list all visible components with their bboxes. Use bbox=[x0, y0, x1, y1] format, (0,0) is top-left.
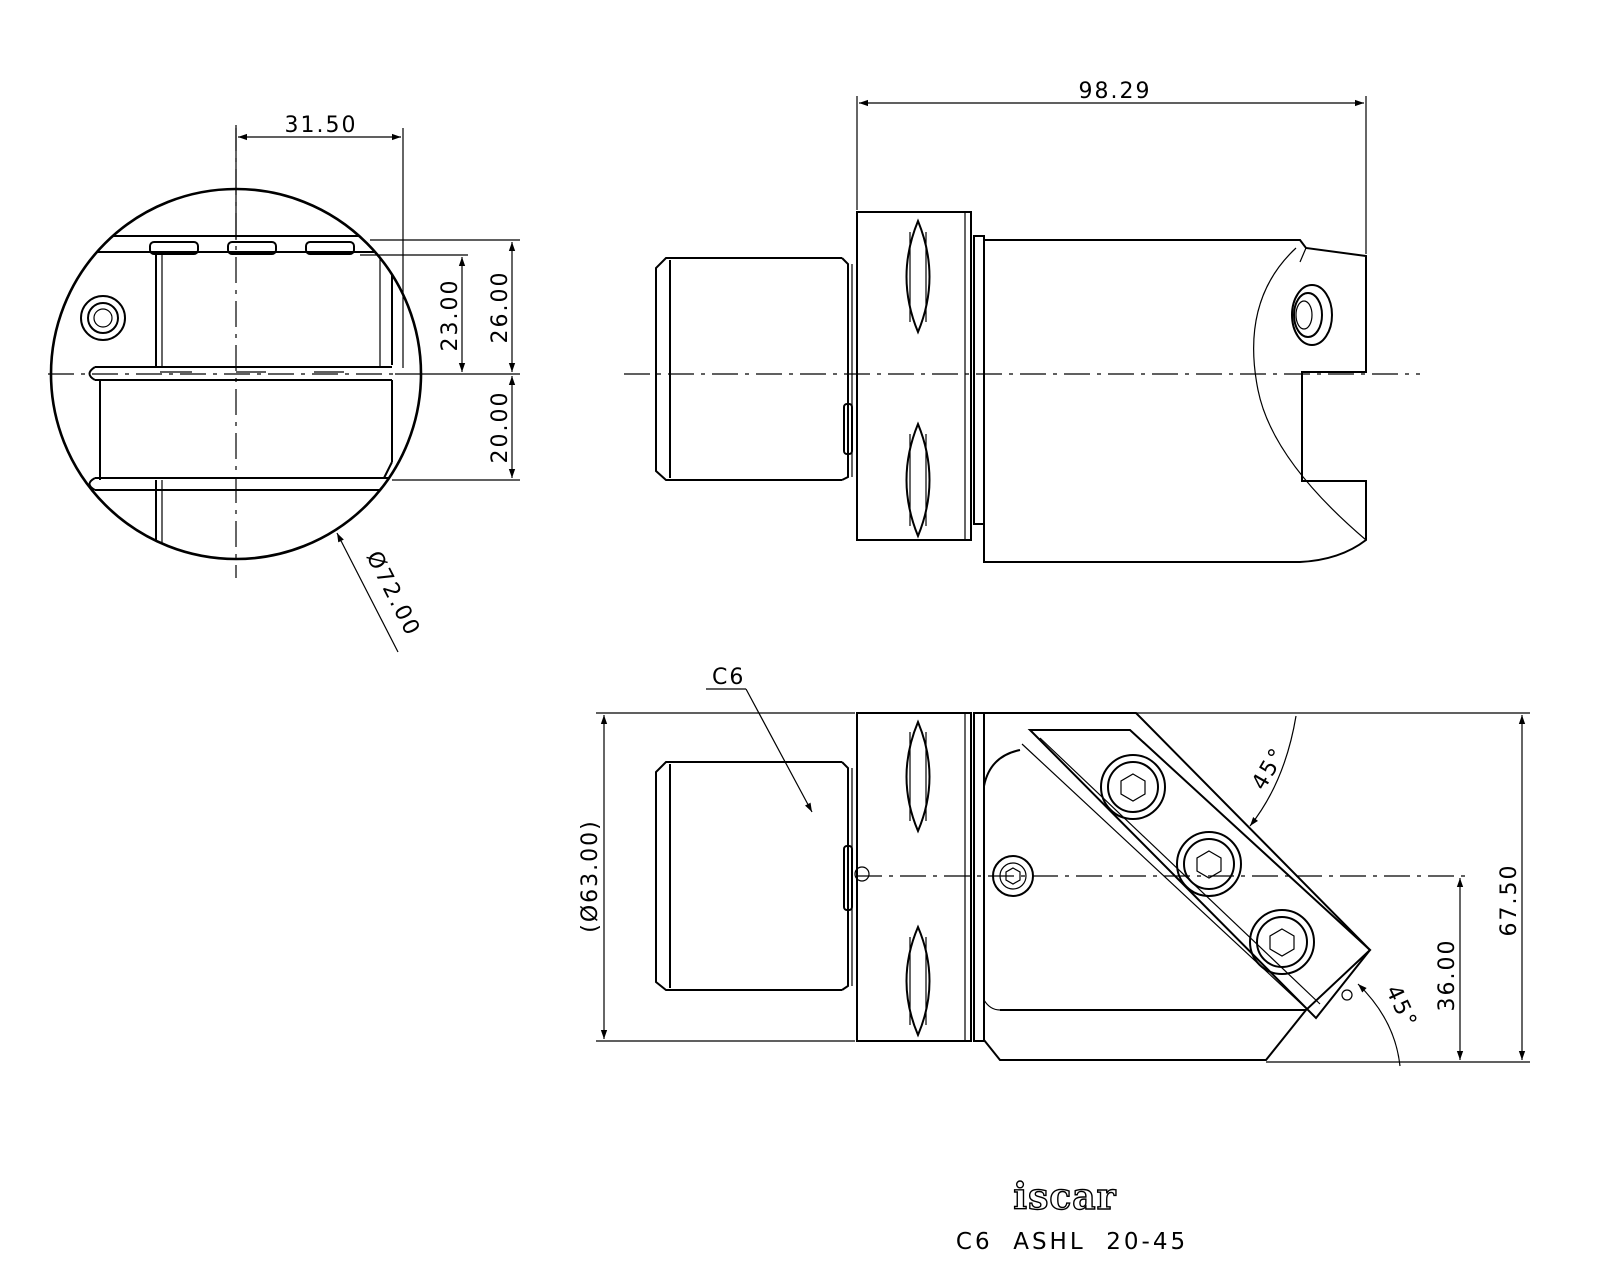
iscar-logo: iscar bbox=[1013, 1175, 1117, 1218]
dim-diameter-72: Ø72.00 bbox=[361, 547, 425, 641]
dim-26-00: 26.00 bbox=[488, 271, 513, 344]
top-view bbox=[624, 211, 1420, 563]
dim-67-50: 67.50 bbox=[1497, 864, 1522, 937]
front-view bbox=[655, 712, 1470, 1061]
dim-angle-bottom: 45° bbox=[1380, 982, 1422, 1033]
top-view-dimensions: 98.29 bbox=[856, 79, 1367, 254]
screw-2 bbox=[1176, 831, 1242, 897]
screw-1 bbox=[1100, 754, 1166, 820]
dim-31-50: 31.50 bbox=[285, 113, 358, 138]
end-view bbox=[48, 125, 423, 578]
title-block: iscar C6 ASHL 20-45 bbox=[956, 1175, 1188, 1255]
part-number: C6 ASHL 20-45 bbox=[956, 1229, 1188, 1255]
callout-c6: C6 bbox=[712, 665, 745, 690]
dim-diameter-63: (Ø63.00) bbox=[578, 819, 603, 932]
screw-3 bbox=[1249, 909, 1315, 975]
dim-23-00: 23.00 bbox=[438, 279, 463, 352]
dim-20-00: 20.00 bbox=[488, 391, 513, 464]
dim-36-00: 36.00 bbox=[1435, 939, 1460, 1012]
dim-angle-top: 45° bbox=[1247, 743, 1291, 794]
logo-lettering: iscar bbox=[1013, 1176, 1116, 1218]
front-view-dimensions: (Ø63.00) 67.50 36.00 45° 45° C6 bbox=[578, 665, 1530, 1067]
dim-98-29: 98.29 bbox=[1079, 79, 1152, 104]
